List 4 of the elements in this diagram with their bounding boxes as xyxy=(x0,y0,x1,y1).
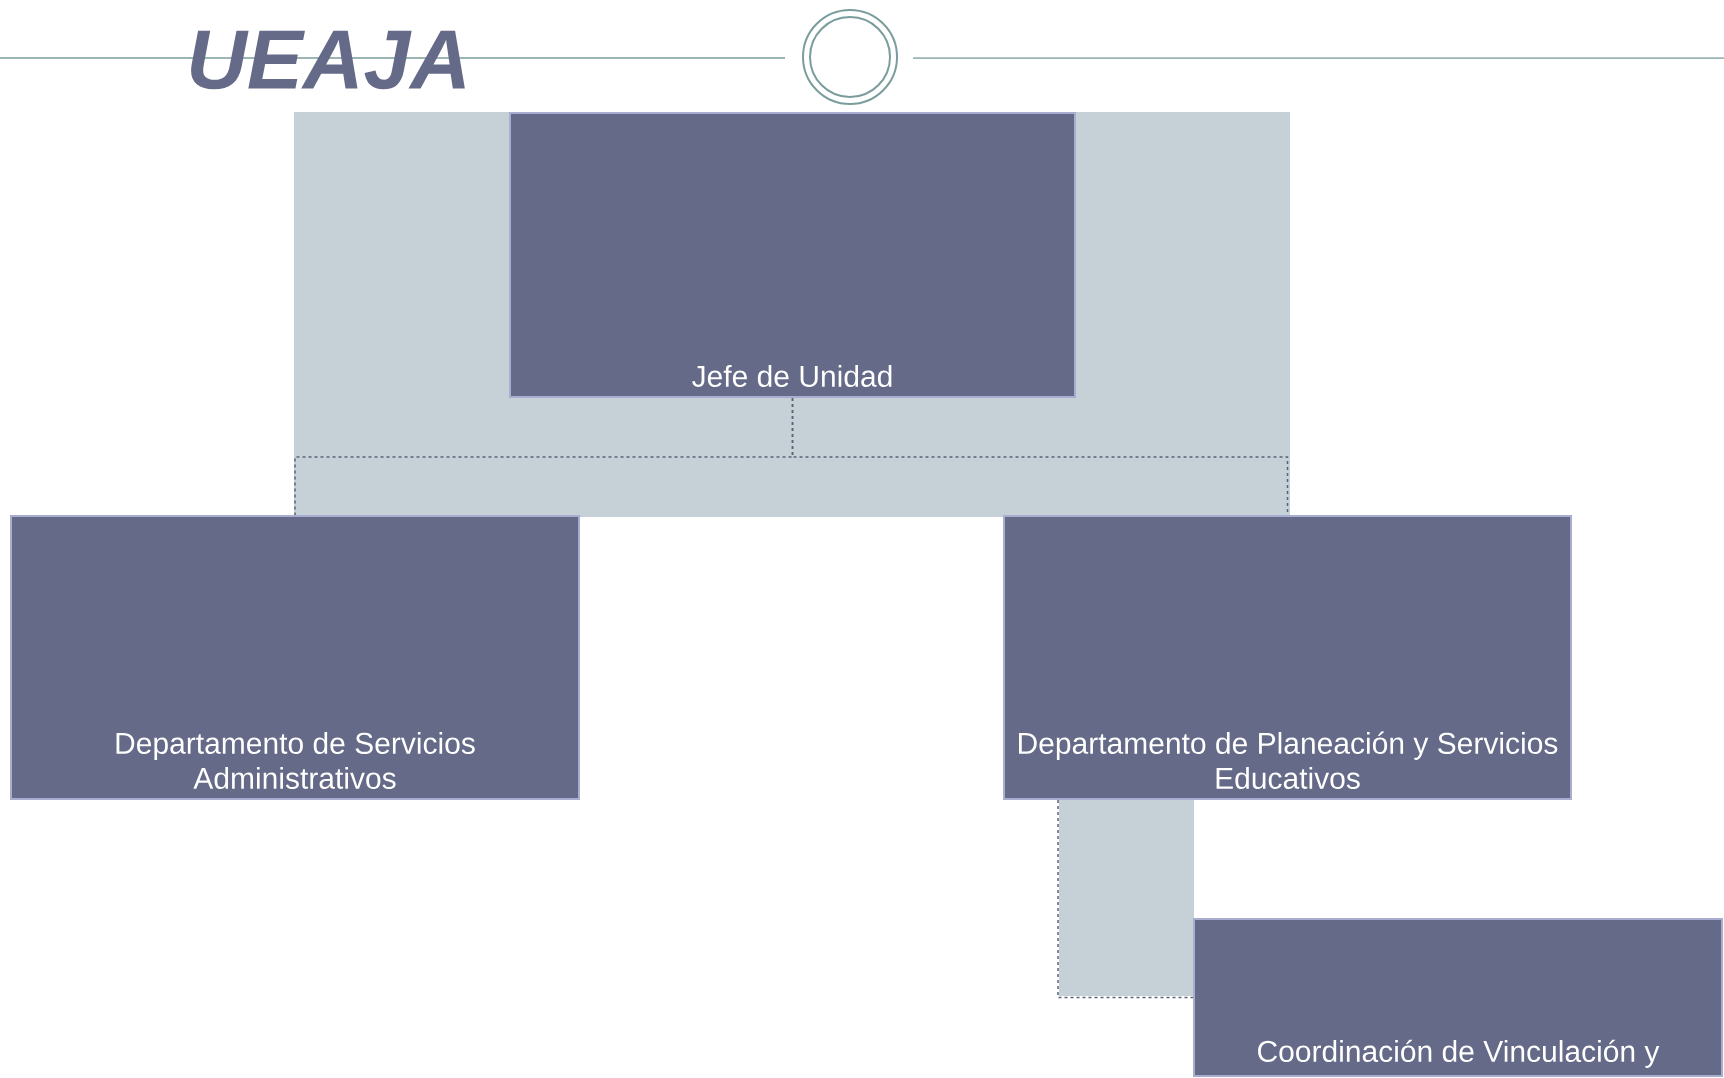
department-box: Departamento de Servicios Administrativos xyxy=(10,515,580,800)
position-box: Jefe de Unidad xyxy=(509,112,1076,398)
coordination-box: Coordinación de Vinculación y xyxy=(1193,918,1723,1077)
department-box: Departamento de Planeación y Servicios Educativos xyxy=(1003,515,1572,800)
